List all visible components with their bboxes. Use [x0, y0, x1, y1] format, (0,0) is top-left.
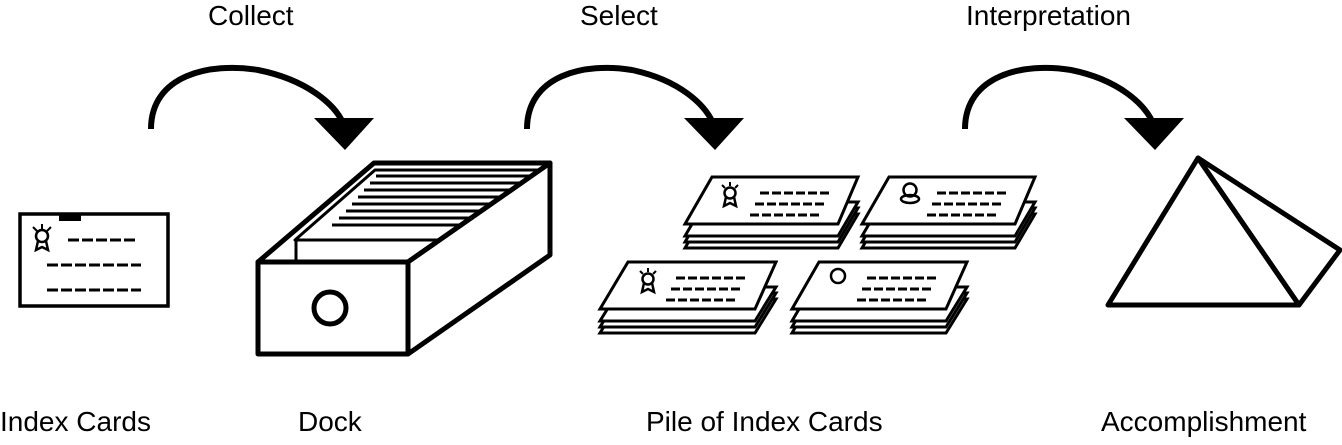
arrow-collect	[148, 64, 374, 150]
card-stack-4	[789, 260, 970, 335]
item-label-pile: Pile of Index Cards	[646, 406, 883, 437]
item-label-index-cards: Index Cards	[0, 406, 151, 437]
arrow-interpretation	[962, 64, 1184, 150]
card-stack-3	[597, 260, 779, 335]
arrow-select	[524, 64, 744, 150]
step-label-select: Select	[580, 0, 658, 31]
pyramid-icon	[1105, 155, 1342, 308]
dock-box-icon	[255, 160, 553, 357]
item-label-accomplishment: Accomplishment	[1101, 406, 1307, 437]
card-stack-1	[682, 175, 861, 250]
step-label-interpretation: Interpretation	[966, 0, 1131, 31]
step-label-collect: Collect	[208, 0, 294, 31]
index-card-icon	[18, 212, 170, 308]
item-label-dock: Dock	[298, 406, 362, 437]
card-stack-2	[859, 175, 1038, 250]
